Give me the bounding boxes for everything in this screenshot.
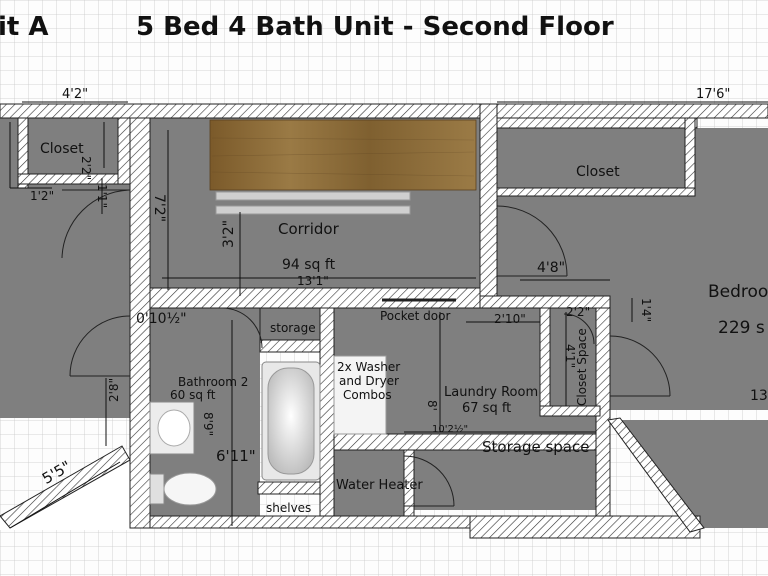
washer-label-1: 2x Washer <box>337 360 401 374</box>
dim-8: 8' <box>425 400 439 411</box>
closet-left-label: Closet <box>40 141 84 157</box>
wood-grain <box>211 137 475 177</box>
dim-6-11: 6'11" <box>216 447 256 465</box>
bathroom2-name: Bathroom 2 <box>178 375 249 389</box>
bathroom2-area: 60 sq ft <box>170 388 216 402</box>
corridor-width: 13'1" <box>297 274 329 288</box>
dim-13: 13 <box>750 388 768 404</box>
dimension-lines <box>9 101 768 529</box>
toilet-bowl <box>163 472 217 506</box>
dim-2-2-small: 2'2" <box>566 305 591 319</box>
dim-4-1: 4'1" <box>563 344 577 369</box>
dim-2-10: 2'10" <box>494 312 526 326</box>
dim-0-10: 0'10½" <box>136 311 187 327</box>
wood-table <box>209 119 477 191</box>
dim-4-8: 4'8" <box>537 260 566 276</box>
closet-right-label: Closet <box>576 164 620 180</box>
storage-label: storage <box>270 321 316 335</box>
dim-4-2: 4'2" <box>62 87 89 102</box>
sink-basin <box>157 409 191 447</box>
bathtub-basin <box>267 367 315 475</box>
page-title: 5 Bed 4 Bath Unit - Second Floor <box>136 12 614 42</box>
closet-space-label: Closet Space <box>575 328 589 406</box>
washer-label-3: Combos <box>343 388 392 402</box>
dim-3-2: 3'2" <box>221 219 237 248</box>
bedroom-area: 229 s <box>718 318 765 338</box>
water-heater-label: Water Heater <box>336 478 423 493</box>
washer-dryer <box>333 355 387 435</box>
unit-label: it A <box>0 12 49 42</box>
pocket-door-label: Pocket door <box>380 309 451 323</box>
corridor-area: 94 sq ft <box>282 257 336 273</box>
dim-1-1: 1'1" <box>95 184 109 209</box>
dim-1-4: 1'4" <box>639 298 653 323</box>
dim-1-2: 1'2" <box>30 189 55 203</box>
bedroom-name: Bedroo <box>708 282 768 302</box>
corridor-name: Corridor <box>278 220 339 238</box>
bench-1 <box>215 191 411 201</box>
dim-7-2: 7'2" <box>151 194 167 223</box>
dim-2-8: 2'8" <box>107 377 121 402</box>
door-swings <box>61 189 671 507</box>
dim-8-9: 8'9" <box>201 412 215 437</box>
dim-17-6: 17'6" <box>696 87 731 102</box>
washer-label-2: and Dryer <box>339 374 399 388</box>
storage-space-label: Storage space <box>482 438 590 456</box>
walls <box>0 103 768 539</box>
shelves-label: shelves <box>266 501 312 515</box>
bench-2 <box>215 205 411 215</box>
toilet-tank <box>149 473 165 505</box>
laundry-area: 67 sq ft <box>462 401 512 416</box>
dim-10-2: 10'2½" <box>432 424 469 435</box>
dim-closet-2-2: 2'2" <box>79 156 93 181</box>
laundry-name: Laundry Room <box>444 385 539 400</box>
